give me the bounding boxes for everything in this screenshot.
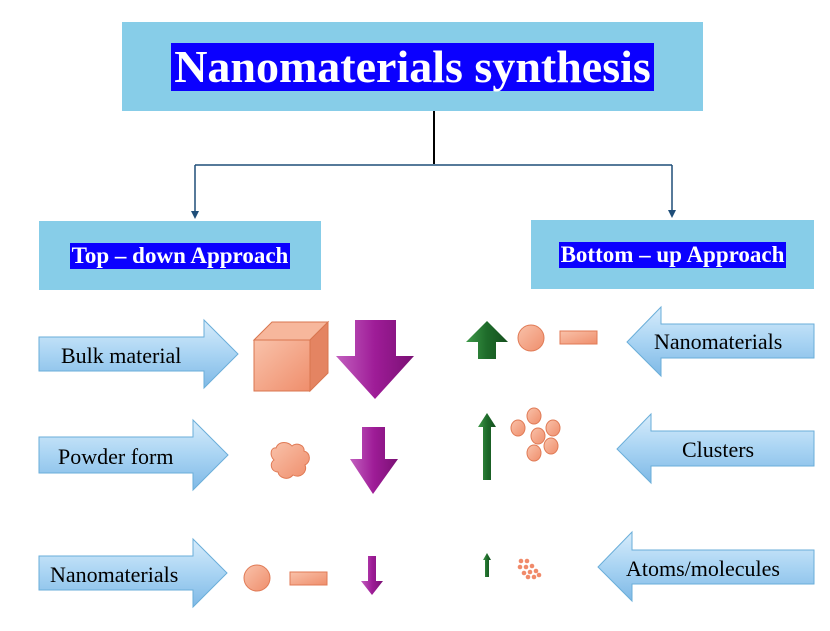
connector-tree	[191, 111, 676, 219]
top-down-stage-label: Powder form	[58, 444, 174, 469]
down-arrow-medium	[350, 427, 398, 494]
bottom-up-stage-label: Clusters	[682, 437, 755, 462]
clusters	[510, 407, 561, 462]
bottom-up-stage-3-arrow	[597, 530, 815, 603]
bottom-up-approach-box: Bottom – up Approach	[531, 220, 814, 289]
top-down-stage-label: Nanomaterials	[50, 562, 179, 587]
bottom-up-approach-label: Bottom – up Approach	[558, 241, 787, 268]
top-down-stage-1-arrow	[38, 318, 239, 390]
powder-particle	[270, 442, 310, 479]
bottom-up-stage-label: Nanomaterials	[654, 329, 783, 354]
nanoparticle-sphere-product	[517, 324, 545, 352]
top-down-stage-label: Bulk material	[61, 343, 182, 368]
up-arrow-large	[466, 321, 508, 359]
up-arrow-medium	[478, 413, 496, 480]
bottom-up-stage-2-arrow	[616, 412, 815, 485]
atoms-molecules	[517, 558, 542, 580]
title-box: Nanomaterials synthesis	[122, 22, 703, 111]
up-arrow-small	[483, 553, 491, 577]
bottom-up-stage-1-arrow	[626, 305, 815, 378]
down-arrow-large	[336, 320, 414, 399]
bulk-material-cube	[252, 320, 330, 393]
top-down-stage-2-arrow	[38, 418, 229, 492]
top-down-approach-box: Top – down Approach	[39, 221, 321, 290]
down-arrow-small	[361, 556, 383, 595]
top-down-stage-3-arrow	[38, 537, 228, 609]
nanorod-product	[559, 330, 598, 345]
top-down-approach-label: Top – down Approach	[69, 242, 291, 269]
nanoparticle-sphere	[243, 564, 271, 592]
nanorod	[289, 571, 328, 586]
diagram-title: Nanomaterials synthesis	[171, 42, 654, 91]
bottom-up-stage-label: Atoms/molecules	[626, 556, 780, 581]
